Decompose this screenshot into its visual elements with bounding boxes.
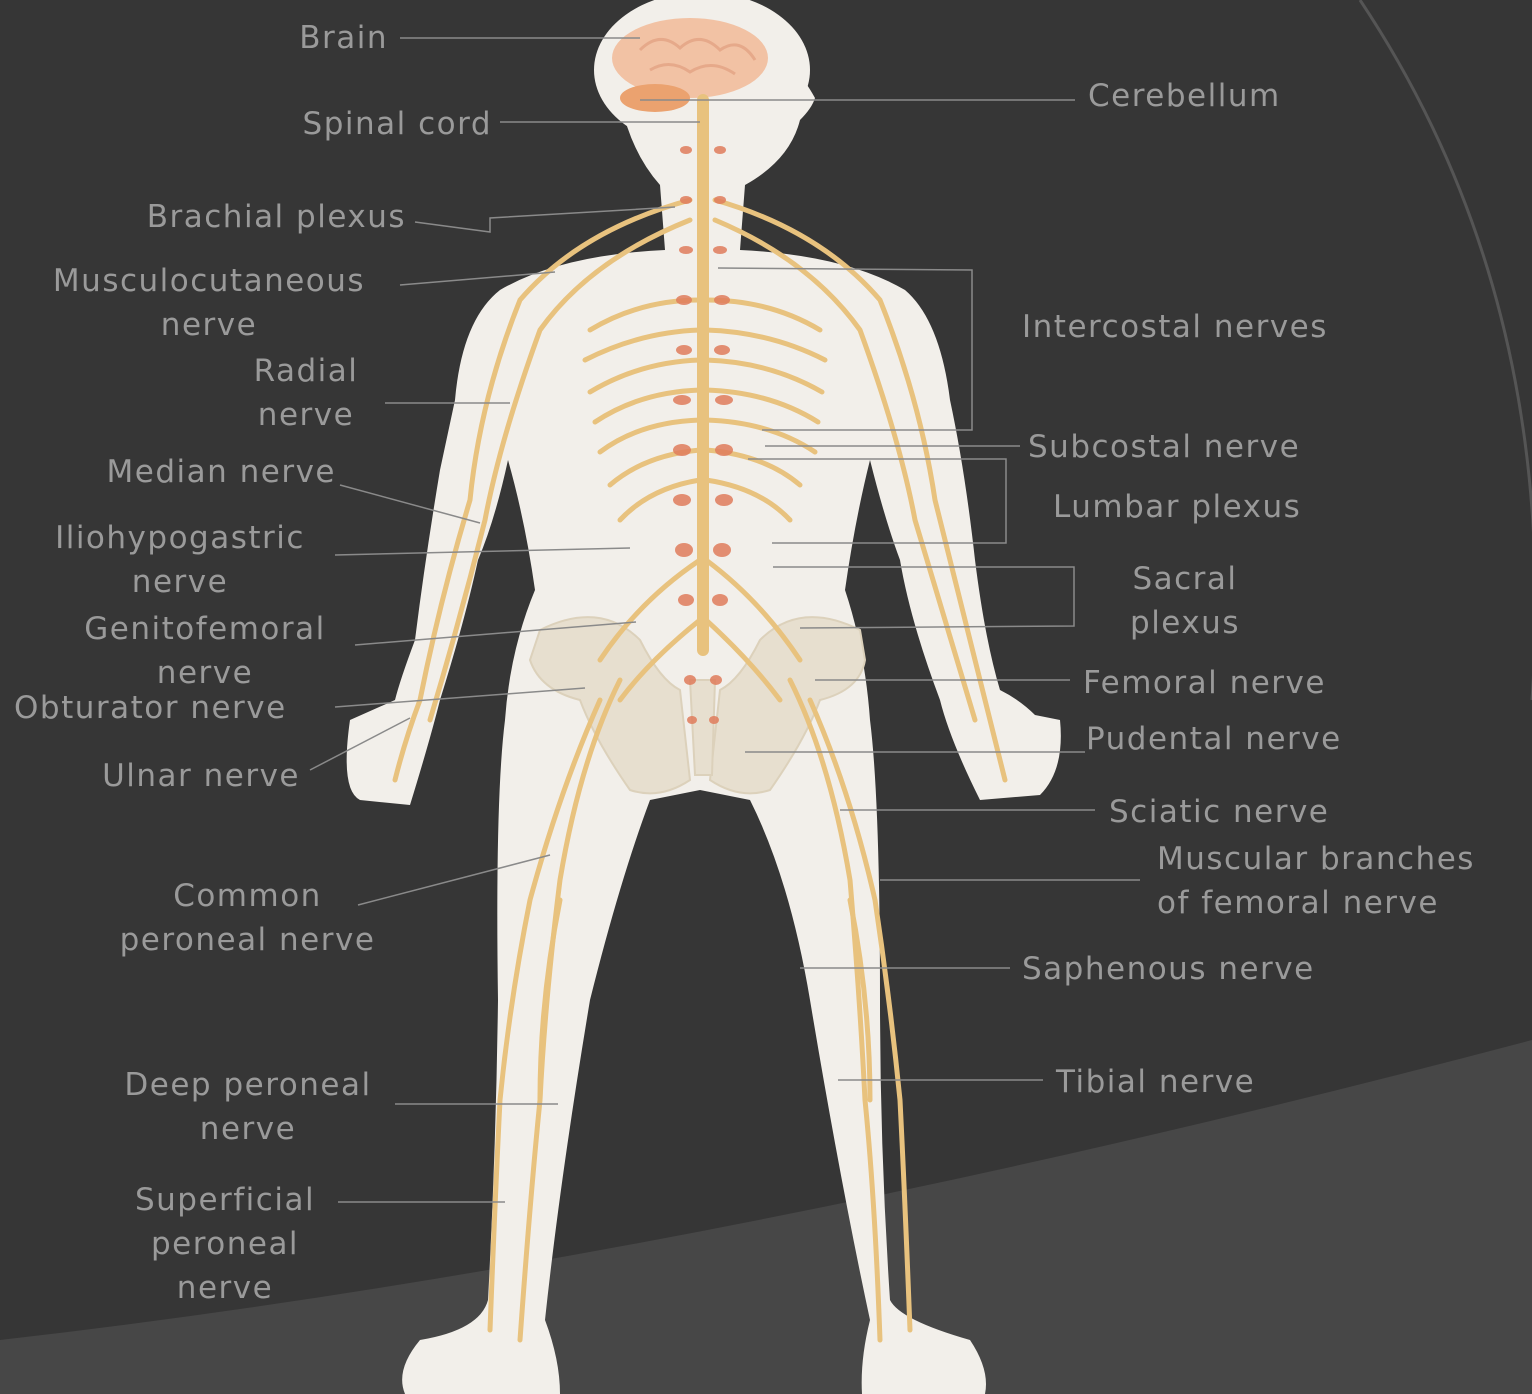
label-intercostal-nerves: Intercostal nerves [1022, 305, 1328, 349]
label-ulnar-nerve: Ulnar nerve [102, 754, 300, 798]
label-sacral-plexus: Sacral plexus [1110, 557, 1260, 645]
label-obturator-nerve: Obturator nerve [14, 686, 287, 730]
label-brain: Brain [299, 16, 388, 60]
background-arc [1360, 0, 1532, 700]
label-median-nerve: Median nerve [107, 450, 337, 494]
label-subcostal-nerve: Subcostal nerve [1028, 425, 1300, 469]
label-deep-peroneal-nerve: Deep peroneal nerve [98, 1063, 398, 1151]
label-lumbar-plexus: Lumbar plexus [1053, 485, 1301, 529]
label-cerebellum: Cerebellum [1088, 74, 1281, 118]
label-pudental-nerve: Pudental nerve [1086, 717, 1342, 761]
label-superficial-peroneal-nerve: Superficial peroneal nerve [110, 1178, 340, 1310]
label-iliohypogastric-nerve: Iliohypogastric nerve [30, 516, 330, 604]
cerebellum [620, 84, 690, 112]
label-musculocutaneous-nerve: Musculocutaneous nerve [24, 259, 394, 347]
label-radial-nerve: Radial nerve [236, 349, 376, 437]
label-spinal-cord: Spinal cord [303, 102, 492, 146]
label-femoral-nerve: Femoral nerve [1083, 661, 1326, 705]
brain [612, 18, 768, 98]
label-muscular-branches-of-femoral-nerve: Muscular branches of femoral nerve [1157, 837, 1475, 925]
label-brachial-plexus: Brachial plexus [147, 195, 406, 239]
label-saphenous-nerve: Saphenous nerve [1022, 947, 1315, 991]
label-genitofemoral-nerve: Genitofemoral nerve [60, 607, 350, 695]
label-tibial-nerve: Tibial nerve [1056, 1060, 1255, 1104]
label-common-peroneal-nerve: Common peroneal nerve [95, 874, 400, 962]
label-sciatic-nerve: Sciatic nerve [1109, 790, 1329, 834]
